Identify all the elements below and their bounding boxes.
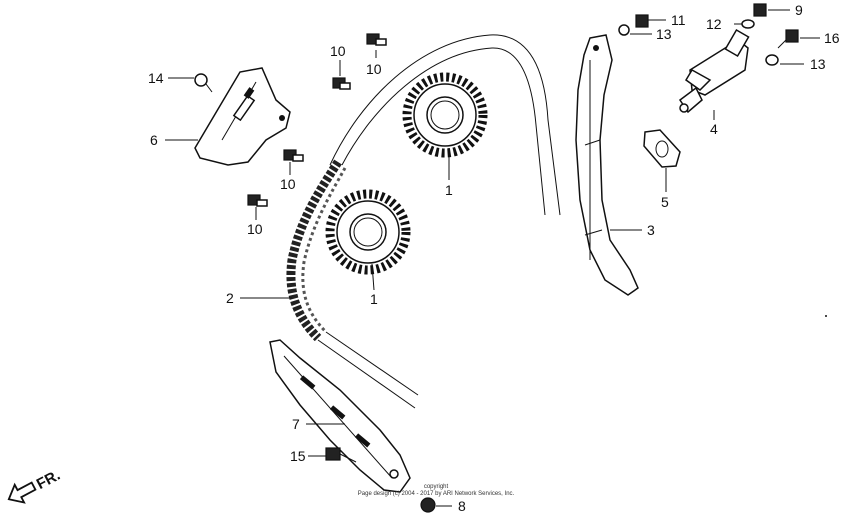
callout-10-bolt-b: 10 — [366, 61, 382, 77]
cam-chain-tensioner-arm — [575, 34, 639, 296]
tensioner-gasket — [643, 129, 681, 168]
callout-15-bolt: 15 — [290, 448, 306, 464]
washer-part-13-a — [618, 24, 630, 36]
cam-sprocket-lower — [325, 189, 411, 275]
cam-chain-tensioner-lifter — [678, 28, 750, 114]
copyright-line-2: Page design (c) 2004 - 2017 by ARI Netwo… — [357, 491, 515, 497]
callout-5-gasket: 5 — [661, 194, 669, 210]
cam-sprocket-upper — [402, 72, 488, 158]
front-direction-arrow: FR. — [7, 467, 63, 504]
callout-13-washer-a: 13 — [656, 26, 672, 42]
callout-13-washer-b: 13 — [810, 56, 826, 72]
callout-10-bolt-a: 10 — [330, 43, 346, 59]
bolt-part-16 — [777, 29, 799, 49]
callout-8-nut: 8 — [458, 498, 466, 514]
callout-10-bolt-d: 10 — [247, 221, 263, 237]
callout-3-tensioner-arm: 3 — [647, 222, 655, 238]
callout-1-upper-sprocket: 1 — [445, 182, 453, 198]
callout-1-lower-sprocket: 1 — [370, 291, 378, 307]
callout-12-washer: 12 — [706, 16, 722, 32]
leader-lines — [165, 9, 820, 507]
bolt-part-15 — [325, 447, 357, 463]
washer-part-13-b — [765, 54, 779, 66]
bolt-part-10-a — [332, 77, 351, 90]
callout-2-cam-chain: 2 — [226, 290, 234, 306]
bolt-part-10-c — [283, 149, 304, 162]
copyright-notice: copyright Page design (c) 2004 - 2017 by… — [336, 484, 536, 498]
callout-11-bolt: 11 — [671, 12, 686, 28]
washer-part-12 — [741, 19, 755, 29]
bolt-part-10-b — [366, 33, 387, 46]
callout-6-upper-guide: 6 — [150, 132, 158, 148]
callout-14-bolt: 14 — [148, 70, 164, 86]
bolt-part-10-d — [247, 194, 268, 207]
bolt-part-14 — [194, 73, 213, 93]
cam-chain-guide-upper — [194, 67, 291, 166]
front-direction-label: FR. — [34, 467, 63, 493]
callout-16-bolt: 16 — [824, 30, 840, 46]
copyright-line-1: copyright — [423, 484, 449, 490]
chain-loop-outline — [317, 34, 561, 409]
callout-9-bolt: 9 — [795, 2, 803, 18]
bolt-part-11 — [635, 14, 649, 28]
stray-mark — [825, 315, 827, 317]
cam-chain-guide-lower — [269, 339, 411, 493]
cam-chain — [286, 159, 347, 342]
nut-part-8 — [420, 497, 436, 513]
callout-4-tensioner-lifter: 4 — [710, 121, 718, 137]
callout-10-bolt-c: 10 — [280, 176, 296, 192]
bolt-part-9 — [753, 3, 767, 17]
callout-7-lower-guide: 7 — [292, 416, 300, 432]
